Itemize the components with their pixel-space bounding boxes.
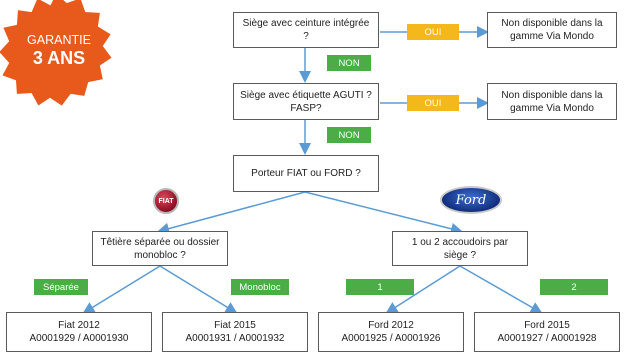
- question-box-tetiere: Têtière séparée ou dossier monobloc ?: [92, 231, 228, 266]
- tag-label: OUI: [424, 26, 442, 38]
- result-title: Ford 2015: [524, 320, 570, 331]
- arrow-q3-fiat: [157, 191, 306, 235]
- result-box-fiat-2015: Fiat 2015 A0001931 / A0001932: [162, 312, 308, 352]
- question-box-porteur: Porteur FIAT ou FORD ?: [233, 155, 379, 192]
- fiat-logo-text: FIAT: [158, 197, 174, 205]
- tag-non: NON: [327, 55, 371, 71]
- fiat-logo: FIAT: [153, 188, 179, 214]
- result-refs: A0001929 / A0001930: [29, 333, 129, 344]
- guarantee-badge: GARANTIE 3 ANS: [0, 0, 124, 124]
- ford-logo: Ford: [440, 186, 502, 214]
- result-box-fiat-2012: Fiat 2012 A0001929 / A0001930: [6, 312, 152, 352]
- outcome-box-non-disponible: Non disponible dans la gamme Via Mondo: [487, 83, 617, 120]
- tag-label: NON: [338, 57, 360, 69]
- question-box-etiquette: Siège avec étiquette AGUTI ? FASP?: [233, 83, 379, 120]
- tag-oui: OUI: [407, 95, 459, 111]
- question-text: Siège avec ceinture intégrée ?: [242, 18, 370, 42]
- ford-logo-text: Ford: [455, 192, 487, 208]
- tag-label: Monobloc: [239, 281, 281, 293]
- result-box-ford-2015: Ford 2015 A0001927 / A0001928: [474, 312, 620, 352]
- arrow-q5-2: [459, 265, 543, 314]
- question-text: 1 ou 2 accoudoirs par siège ?: [411, 236, 509, 261]
- result-box-ford-2012: Ford 2012 A0001925 / A0001926: [318, 312, 464, 352]
- arrow-q3-ford: [304, 191, 463, 235]
- tag-oui: OUI: [407, 24, 459, 40]
- badge-line2: 3 ANS: [32, 48, 86, 68]
- tag-label: 1: [377, 281, 383, 293]
- tag-label: Séparée: [43, 281, 79, 293]
- tag-label: 2: [571, 281, 577, 293]
- question-box-accoudoirs: 1 ou 2 accoudoirs par siège ?: [392, 231, 528, 266]
- outcome-text: Non disponible dans la gamme Via Mondo: [501, 89, 603, 114]
- tag-2: 2: [540, 279, 608, 295]
- question-text: Siège avec étiquette AGUTI ? FASP?: [240, 89, 372, 114]
- result-refs: A0001927 / A0001928: [497, 333, 597, 344]
- tag-label: NON: [338, 129, 360, 141]
- tag-separee: Séparée: [34, 279, 88, 295]
- outcome-box-non-disponible: Non disponible dans la gamme Via Mondo: [487, 12, 617, 48]
- result-title: Ford 2012: [368, 320, 414, 331]
- badge-line1: GARANTIE: [27, 33, 91, 47]
- tag-1: 1: [346, 279, 414, 295]
- question-text: Porteur FIAT ou FORD ?: [251, 168, 361, 179]
- outcome-text: Non disponible dans la gamme Via Mondo: [501, 18, 603, 42]
- guarantee-badge-shape: [0, 0, 115, 109]
- connector-lines: [82, 26, 543, 314]
- result-title: Fiat 2015: [214, 320, 256, 331]
- arrow-q5-1: [385, 265, 461, 314]
- tag-non: NON: [327, 127, 371, 143]
- result-refs: A0001931 / A0001932: [185, 333, 285, 344]
- tag-label: OUI: [424, 97, 442, 109]
- question-box-ceinture: Siège avec ceinture intégrée ?: [233, 12, 379, 48]
- result-title: Fiat 2012: [58, 320, 100, 331]
- arrow-q4-separee: [82, 265, 161, 314]
- question-text: Têtière séparée ou dossier monobloc ?: [100, 236, 220, 261]
- tag-monobloc: Monobloc: [231, 279, 289, 295]
- result-refs: A0001925 / A0001926: [341, 333, 441, 344]
- arrow-q4-monobloc: [159, 265, 238, 314]
